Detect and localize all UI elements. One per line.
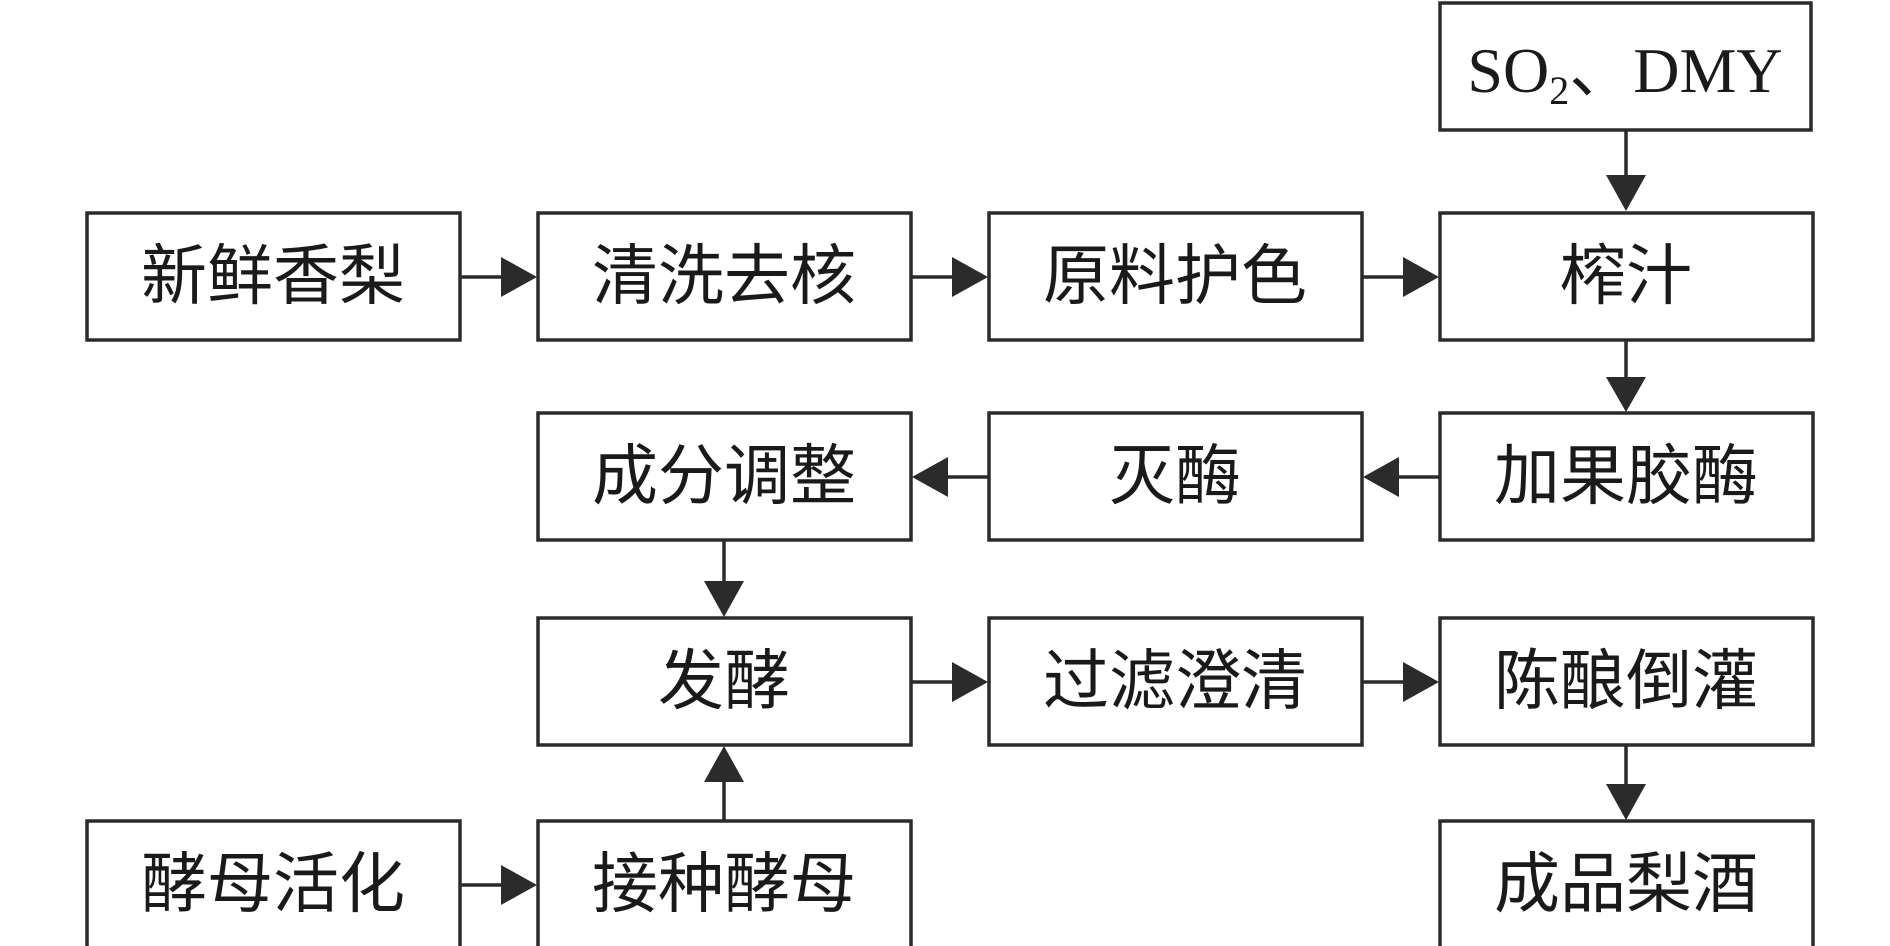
step-finished-wine: 成品梨酒 <box>1438 819 1815 946</box>
arrow-color-protect-to-juicing <box>1362 257 1439 297</box>
additive-label-subscript: 2 <box>1549 68 1569 113</box>
additive-label: SO2、DMY <box>1467 35 1782 113</box>
step-fermentation-label: 发酵 <box>658 643 790 720</box>
step-fermentation: 发酵 <box>536 616 913 747</box>
step-filter-clarify-label: 过滤澄清 <box>1043 643 1307 720</box>
step-aging-racking: 陈酿倒灌 <box>1438 616 1815 747</box>
arrow-inoculate-yeast-to-fermentation <box>704 746 744 821</box>
arrow-composition-adjust-to-fermentation <box>704 540 744 617</box>
step-wash-core: 清洗去核 <box>536 211 913 342</box>
step-finished-wine-label: 成品梨酒 <box>1494 846 1758 923</box>
step-yeast-activation: 酵母活化 <box>85 819 462 946</box>
step-add-pectinase: 加果胶酶 <box>1438 411 1815 542</box>
step-juicing: 榨汁 <box>1438 211 1815 342</box>
step-add-pectinase-label: 加果胶酶 <box>1494 438 1758 515</box>
step-inoculate-yeast: 接种酵母 <box>536 819 913 946</box>
arrow-fresh-pear-to-wash-core <box>460 257 537 297</box>
arrow-aging-racking-to-finished-wine <box>1606 745 1646 820</box>
step-wash-core-label: 清洗去核 <box>592 238 856 315</box>
arrow-juicing-to-add-pectinase <box>1606 340 1646 412</box>
arrow-add-pectinase-to-enzyme-inactivation <box>1363 457 1440 497</box>
arrow-fermentation-to-filter-clarify <box>911 662 988 702</box>
step-fresh-pear: 新鲜香梨 <box>85 211 462 342</box>
arrow-wash-core-to-color-protect <box>911 257 988 297</box>
step-composition-adjust: 成分调整 <box>536 411 913 542</box>
step-inoculate-yeast-label: 接种酵母 <box>592 846 856 923</box>
step-enzyme-inactivation-label: 灭酶 <box>1109 438 1241 515</box>
step-juicing-label: 榨汁 <box>1560 238 1692 315</box>
step-composition-adjust-label: 成分调整 <box>592 438 856 515</box>
arrow-additive-to-juicing <box>1606 130 1646 211</box>
arrow-enzyme-inactivation-to-composition-adjust <box>912 457 989 497</box>
step-aging-racking-label: 陈酿倒灌 <box>1494 643 1758 720</box>
step-filter-clarify: 过滤澄清 <box>987 616 1364 747</box>
arrow-yeast-activation-to-inoculate-yeast <box>460 865 537 905</box>
step-color-protect-label: 原料护色 <box>1043 238 1307 315</box>
step-fresh-pear-label: 新鲜香梨 <box>141 238 405 315</box>
step-color-protect: 原料护色 <box>987 211 1364 342</box>
step-enzyme-inactivation: 灭酶 <box>987 411 1364 542</box>
additive-box: SO2、DMY <box>1438 1 1813 132</box>
step-yeast-activation-label: 酵母活化 <box>141 846 405 923</box>
additive-label-part2: 、DMY <box>1569 35 1782 106</box>
additive-label-part1: SO <box>1467 35 1549 106</box>
arrow-filter-clarify-to-aging-racking <box>1362 662 1439 702</box>
